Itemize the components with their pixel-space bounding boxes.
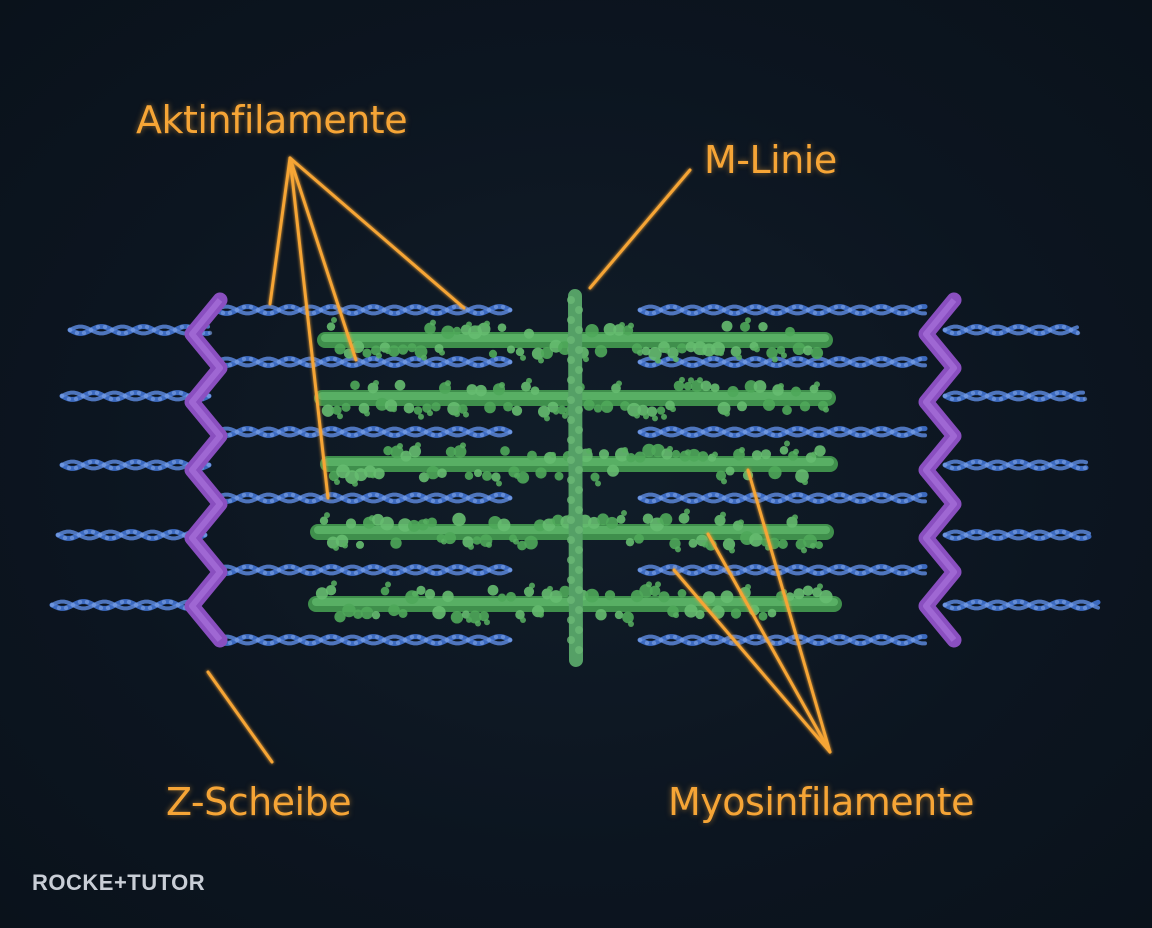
actin-filament-2	[213, 426, 513, 438]
actin-filament-14	[637, 492, 928, 504]
actin-filament-17	[942, 324, 1081, 336]
actin-filament-16	[637, 634, 928, 646]
actin-filament-11	[637, 304, 928, 316]
z-discs	[184, 292, 962, 648]
leader-myosin-3	[672, 568, 832, 754]
actin-filament-15	[637, 564, 928, 576]
actin-filament-21	[942, 599, 1101, 611]
m-line	[567, 289, 583, 667]
leader-lines	[206, 156, 832, 764]
leader-actin-1	[268, 156, 292, 306]
actin-filament-8	[59, 459, 212, 471]
actin-filament-0	[213, 304, 513, 316]
actin-filament-3	[213, 492, 513, 504]
leader-z-disc	[206, 670, 274, 764]
actin-filament-5	[213, 634, 513, 646]
actin-filament-13	[637, 426, 928, 438]
brand-logo: ROCKE+TUTOR	[32, 870, 206, 895]
leader-actin-4	[288, 156, 330, 500]
actin-filament-20	[942, 529, 1092, 541]
actin-filament-9	[55, 529, 208, 541]
myosin-filament-1	[314, 376, 836, 422]
actin-filament-18	[942, 390, 1088, 402]
leader-actin-2	[288, 156, 466, 310]
label-actin-filaments: Aktinfilamente	[136, 98, 408, 142]
label-myosin-filaments: Myosinfilamente	[668, 780, 975, 824]
m-line-bar	[568, 289, 583, 667]
leader-myosin-1	[746, 468, 832, 754]
actin-filament-1	[213, 356, 513, 368]
actin-filament-4	[213, 564, 513, 576]
actin-filament-7	[59, 390, 212, 402]
label-m-line: M-Linie	[704, 138, 837, 182]
label-z-disc: Z-Scheibe	[166, 780, 352, 824]
z-disc-right	[918, 292, 962, 648]
actin-filaments	[49, 304, 1101, 646]
leader-actin-3	[288, 156, 358, 362]
leader-m-line	[588, 168, 692, 290]
actin-filament-12	[637, 356, 928, 368]
z-disc-left	[184, 292, 228, 648]
leader-myosin-2	[706, 532, 832, 754]
actin-filament-19	[942, 459, 1089, 471]
actin-filament-10	[49, 599, 202, 611]
